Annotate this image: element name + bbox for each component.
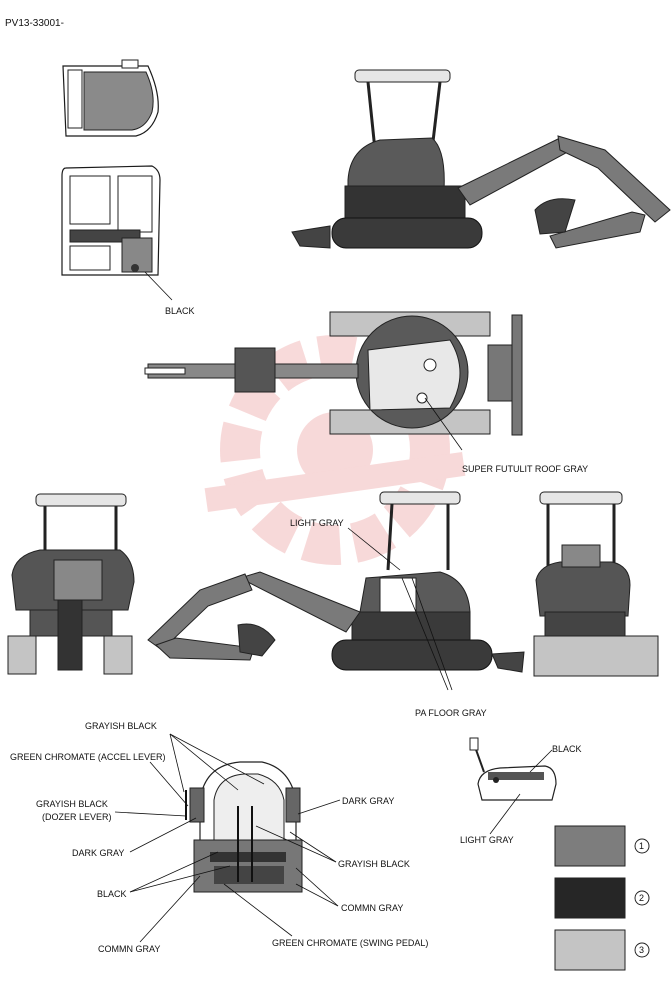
leader-pa-floor-2 [411,577,453,691]
label-dark-gray-right: DARK GRAY [342,796,394,806]
leader-gb-right-2 [255,825,337,863]
excavator-side-view [291,69,671,249]
label-dark-gray-left: DARK GRAY [72,848,124,858]
label-green-chromate-accel: GREEN CHROMATE (ACCEL LEVER) [10,752,166,762]
leader-accel [149,761,189,807]
leader-gb-right-1 [289,831,337,863]
label-light-gray-side: LIGHT GRAY [290,518,344,528]
swatch-3 [554,929,626,971]
swatch-2-marker [634,890,650,906]
cab-front-view [61,165,161,276]
leader-dark-gray-right [297,799,341,815]
leader-black-left-1 [129,851,219,893]
label-commn-gray-left: COMMN GRAY [98,944,160,954]
leader-swing [223,883,293,937]
excavator-top-view [144,311,523,436]
label-black-cab: BLACK [165,306,195,316]
excavator-rear-view-left [7,493,135,675]
excavator-side-view-2 [147,491,525,673]
leader-black-lever [529,749,553,773]
label-roof-gray: SUPER FUTULIT ROOF GRAY [462,464,588,474]
label-black-left: BLACK [97,889,127,899]
leader-commn-right-2 [295,883,339,907]
label-grayish-black-right: GRAYISH BLACK [338,859,410,869]
swatch-1-marker [634,838,650,854]
label-grayish-black-dozer: GRAYISH BLACK [36,799,108,809]
leader-black-cab [144,271,173,301]
label-dozer-lever: (DOZER LEVER) [42,812,112,822]
label-light-gray-lever: LIGHT GRAY [460,835,514,845]
swatch-3-number: 3 [639,945,644,955]
color-swatch-legend: 1 2 3 [554,825,650,971]
leader-commn-right-1 [295,867,339,907]
label-grayish-black-top: GRAYISH BLACK [85,721,157,731]
swatch-2 [554,877,626,919]
leader-dozer [114,811,187,817]
seat-control-detail [185,761,303,893]
label-black-lever: BLACK [552,744,582,754]
excavator-rear-view-right [533,491,659,677]
label-green-chromate-swing: GREEN CHROMATE (SWING PEDAL) [272,938,428,948]
leader-gb-1 [169,733,185,793]
leader-pa-floor-1 [401,577,449,691]
leader-light-gray-lever [489,793,521,835]
leader-gb-3 [169,733,265,785]
leader-dark-gray-left [129,817,197,853]
swatch-1 [554,825,626,867]
swatch-2-number: 2 [639,893,644,903]
label-commn-gray-right: COMMN GRAY [341,903,403,913]
label-pa-floor-gray: PA FLOOR GRAY [415,708,487,718]
swatch-1-number: 1 [639,841,644,851]
leader-roof-gray [424,397,463,451]
lever-detail [469,737,557,801]
drawing-code: PV13-33001- [5,18,64,29]
cab-top-view [62,59,159,137]
swatch-3-marker [634,942,650,958]
leader-light-gray-side [347,527,401,571]
leader-gb-2 [169,733,239,791]
leader-black-left-2 [129,865,231,893]
leader-commn-gray-left [139,875,201,943]
